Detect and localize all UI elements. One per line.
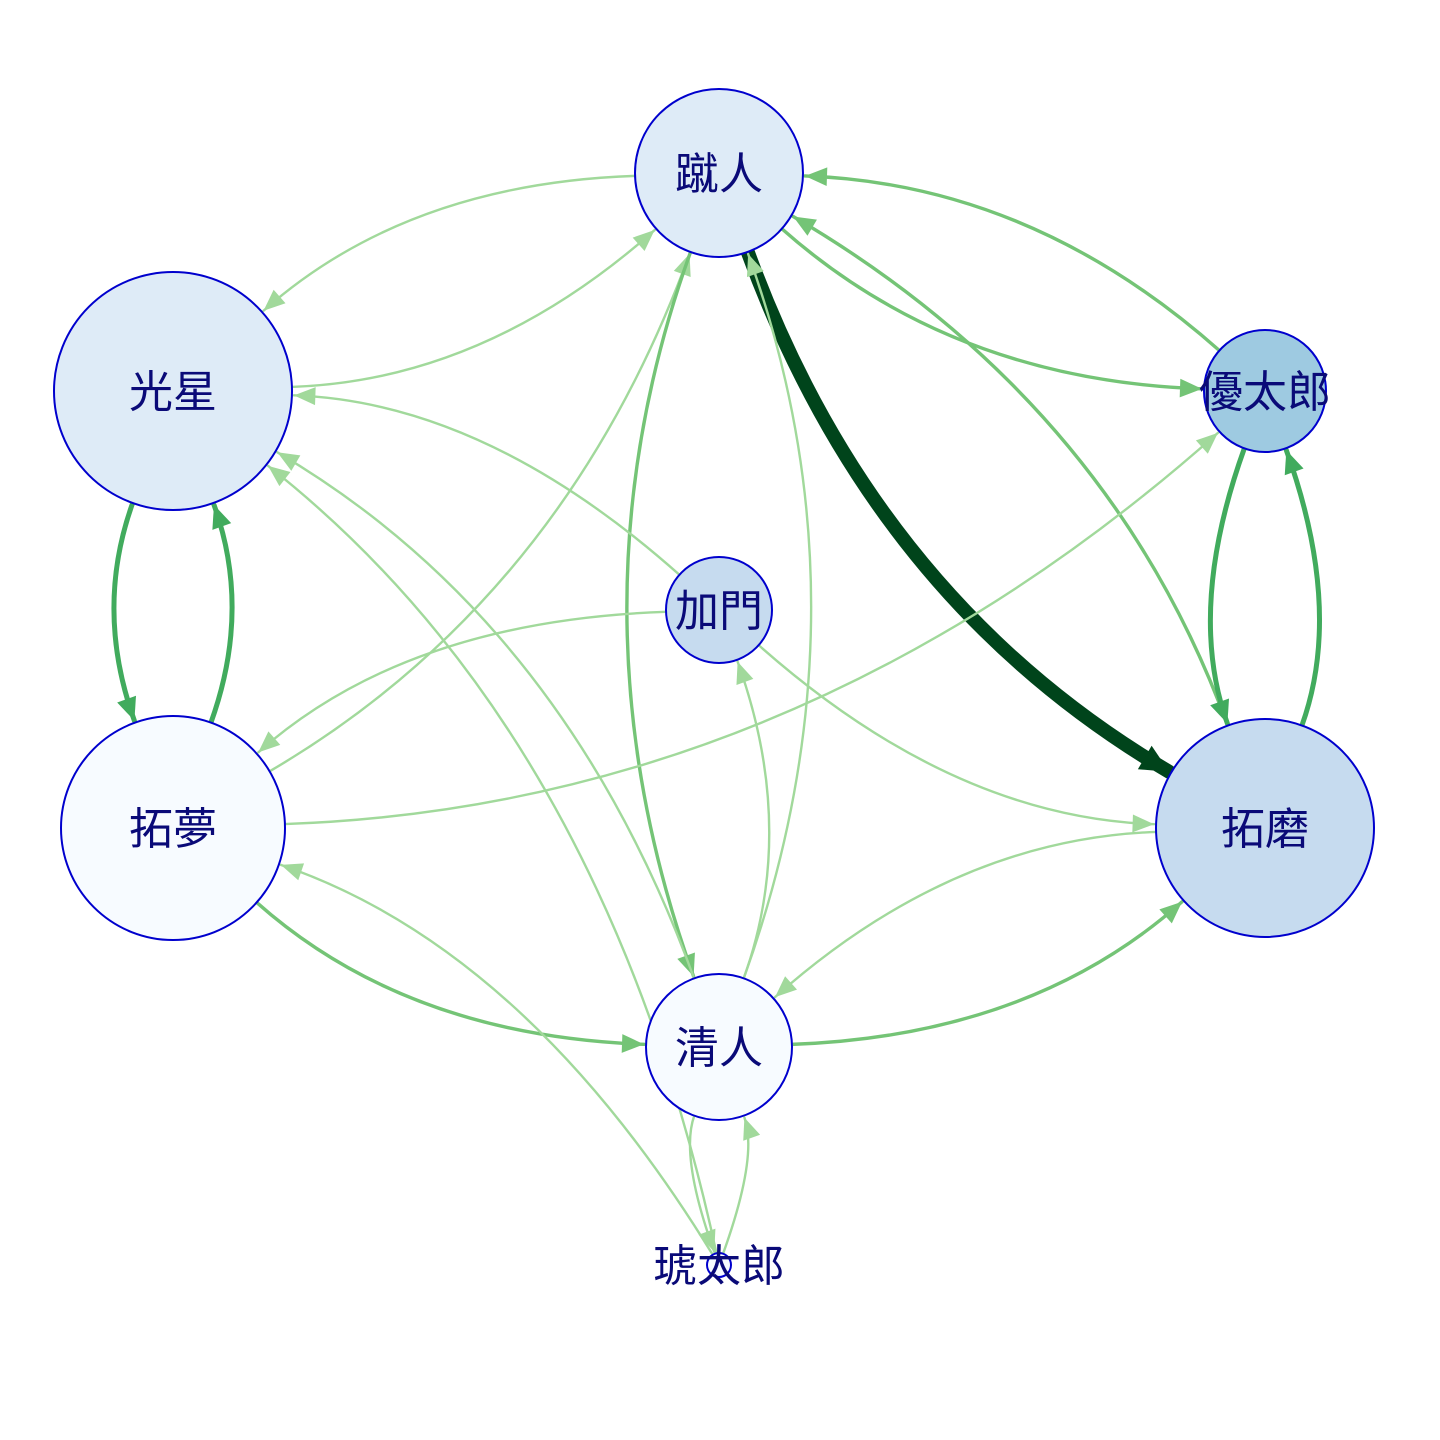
- edge-kotaro-to-kosei: [266, 464, 718, 1255]
- arrowhead-yutaro-to-takuma: [1210, 698, 1230, 724]
- arrowhead-yutaro-to-syuto: [804, 167, 828, 187]
- node-label-yutaro: 優太郎: [1199, 367, 1331, 418]
- arrowhead-takuma-to-syuto: [793, 216, 817, 236]
- node-label-takuma: 拓磨: [1221, 804, 1309, 855]
- arrowhead-kotaro-to-kiyoto: [743, 1117, 761, 1141]
- edge-takumu-to-yutaro: [283, 431, 1220, 826]
- arrowhead-kiyoto-to-kamon: [736, 661, 754, 685]
- arrowhead-kosei-to-takumu: [117, 695, 137, 721]
- edge-syuto-to-takuma: [740, 244, 1177, 779]
- node-circle-syuto: [634, 88, 804, 258]
- node-label-takumu: 拓夢: [129, 804, 217, 855]
- node-kiyoto: 清人: [645, 973, 793, 1121]
- arrowhead-kiyoto-to-kotaro: [698, 1228, 716, 1252]
- arrowhead-takumu-to-kosei: [212, 504, 232, 530]
- arrowhead-kamon-to-takumu: [258, 731, 281, 753]
- node-yutaro: 優太郎: [1199, 329, 1331, 453]
- node-circle-kosei: [53, 271, 293, 511]
- node-syuto: 蹴人: [634, 88, 804, 258]
- edge-yutaro-to-takuma: [1207, 445, 1247, 727]
- node-circle-kamon: [665, 556, 773, 664]
- node-kosei: 光星: [53, 271, 293, 511]
- edge-kamon-to-kosei: [292, 394, 681, 576]
- arrowhead-takumu-to-yutaro: [1195, 432, 1218, 454]
- edge-kosei-to-syuto: [290, 228, 656, 389]
- node-circle-yutaro: [1203, 329, 1327, 453]
- edge-kamon-to-takumu: [257, 610, 668, 754]
- edge-takumu-to-kosei: [208, 502, 235, 726]
- arrowhead-syuto-to-kosei: [263, 289, 286, 311]
- edge-syuto-to-kiyoto: [625, 250, 696, 979]
- node-kamon: 加門: [665, 556, 773, 664]
- arrowhead-syuto-to-yutaro: [1179, 378, 1203, 398]
- edge-kiyoto-to-syuto: [742, 252, 813, 980]
- arrowhead-kiyoto-to-takuma: [1159, 901, 1183, 924]
- arrowhead-kamon-to-takuma: [1132, 814, 1155, 833]
- node-circle-takuma: [1155, 718, 1375, 938]
- arrowhead-kotaro-to-kosei: [268, 465, 291, 487]
- node-takuma: 拓磨: [1155, 718, 1375, 938]
- edge-takumu-to-syuto: [268, 252, 691, 773]
- edge-syuto-to-kosei: [262, 174, 637, 312]
- arrowhead-kotaro-to-takumu: [280, 863, 305, 881]
- node-takumu: 拓夢: [60, 715, 286, 941]
- edge-kiyoto-to-kosei: [276, 451, 696, 980]
- node-label-kotaro: 琥太郎: [653, 1241, 785, 1292]
- edge-kotaro-to-takumu: [279, 863, 714, 1256]
- arrowhead-kamon-to-kosei: [293, 387, 316, 406]
- node-label-kiyoto: 清人: [675, 1023, 763, 1074]
- node-circle-kotaro: [706, 1252, 732, 1278]
- edge-takuma-to-kiyoto: [773, 830, 1158, 999]
- node-circle-kiyoto: [645, 973, 793, 1121]
- arrowhead-kosei-to-syuto: [632, 230, 655, 251]
- arrowhead-syuto-to-takuma: [1137, 745, 1170, 772]
- edge-takuma-to-syuto: [791, 214, 1230, 728]
- node-label-kosei: 光星: [129, 367, 217, 418]
- edge-yutaro-to-syuto: [803, 174, 1222, 353]
- node-label-syuto: 蹴人: [675, 149, 763, 200]
- node-kotaro: 琥太郎: [653, 1241, 785, 1292]
- edge-takumu-to-kiyoto: [254, 900, 646, 1047]
- arrowhead-kiyoto-to-kosei: [277, 452, 301, 471]
- edge-kiyoto-to-kotaro: [688, 1114, 716, 1254]
- arrowhead-kiyoto-to-syuto: [746, 253, 764, 278]
- edge-kiyoto-to-takuma: [790, 900, 1184, 1047]
- node-circle-takumu: [60, 715, 286, 941]
- node-label-kamon: 加門: [675, 586, 763, 637]
- edge-takuma-to-yutaro: [1283, 447, 1322, 728]
- edge-kosei-to-takumu: [111, 500, 137, 724]
- edge-kamon-to-takuma: [757, 643, 1156, 826]
- arrowhead-takumu-to-kiyoto: [621, 1034, 645, 1053]
- edges-layer: [111, 167, 1322, 1256]
- arrowhead-takuma-to-kiyoto: [775, 976, 798, 998]
- edge-kiyoto-to-kamon: [736, 660, 771, 980]
- arrowhead-takuma-to-yutaro: [1284, 450, 1304, 476]
